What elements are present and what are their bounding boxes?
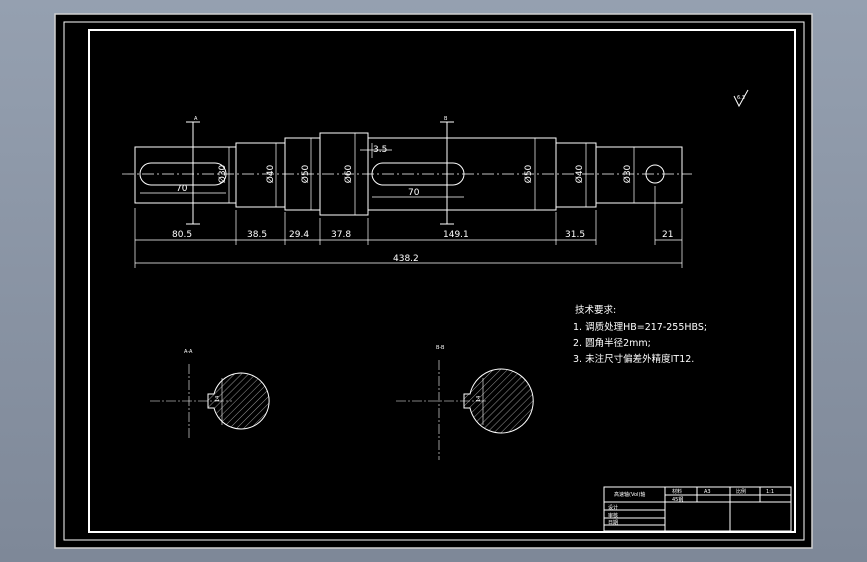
title-label: 设计 (608, 504, 618, 511)
diameter-label: Ø40 (265, 164, 276, 183)
keyway-length: 70 (408, 188, 420, 198)
section-title-a: A-A (184, 349, 193, 355)
keyway-length: 70 (176, 184, 188, 194)
note-item: 3. 未注尺寸偏差外精度IT12. (573, 353, 694, 365)
drawing-sheet (54, 13, 813, 549)
title-cell: 比例 (736, 488, 746, 495)
section-marker-a: A (194, 116, 198, 122)
length-dim: 80.5 (172, 230, 192, 240)
length-dim-lines (134, 186, 683, 268)
keyway-dims (140, 192, 464, 198)
diameter-dim-lines (228, 133, 635, 215)
note-item: 1. 调质处理HB=217-255HBS; (573, 321, 707, 333)
section-b-width: 14 (476, 396, 482, 402)
overall-length: 438.2 (393, 254, 419, 264)
diameter-label: Ø30 (622, 164, 633, 183)
section-title-b: B-B (436, 345, 445, 351)
diameter-label: Ø40 (574, 164, 585, 183)
section-a-width: 14 (215, 396, 221, 402)
title-cell: 材料 (672, 488, 682, 495)
diameter-label: Ø30 (217, 164, 228, 183)
title-block (603, 486, 792, 532)
title-label: 日期 (608, 520, 618, 526)
roughness-symbol-icon (733, 89, 749, 108)
diameter-label: Ø50 (300, 164, 311, 183)
title-label: 审核 (608, 512, 618, 519)
length-dim: 37.8 (331, 230, 351, 240)
length-dim: 31.5 (565, 230, 585, 240)
part-name: 高速轴(Vol)轴 (614, 491, 645, 498)
roughness-value: 6.3 (737, 95, 745, 101)
title-cell: 45钢 (672, 496, 683, 503)
length-dim: 149.1 (443, 230, 469, 240)
step-dim (360, 143, 392, 158)
section-a-view (150, 364, 270, 438)
title-cell: A3 (704, 489, 711, 495)
diameter-label: Ø60 (343, 164, 354, 183)
technical-notes: 技术要求: 1. 调质处理HB=217-255HBS; 2. 圆角半径2mm; … (573, 304, 707, 365)
title-cell: 1:1 (766, 489, 774, 495)
length-dim: 21 (662, 230, 673, 240)
length-dim: 29.4 (289, 230, 309, 240)
length-dims: 80.5 38.5 29.4 37.8 149.1 31.5 21 (172, 230, 673, 240)
diameter-label: Ø50 (523, 164, 534, 183)
outer-border (63, 21, 805, 541)
shaft-main-view (122, 121, 692, 225)
note-item: 2. 圆角半径2mm; (573, 337, 651, 349)
section-b-view (396, 360, 534, 460)
diameter-labels: Ø30 Ø40 Ø50 Ø60 Ø50 Ø40 Ø30 (217, 164, 633, 183)
drawing-frame (88, 29, 796, 533)
length-dim: 38.5 (247, 230, 267, 240)
section-marker-b: B (444, 116, 448, 122)
notes-title: 技术要求: (575, 304, 616, 316)
step-length: 3.5 (373, 145, 387, 155)
